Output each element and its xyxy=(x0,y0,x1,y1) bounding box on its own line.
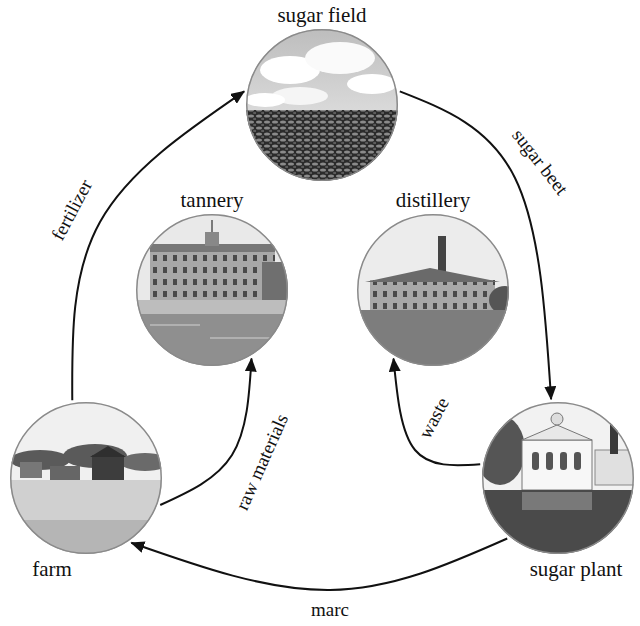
chimney xyxy=(610,404,618,454)
photo-circle-node: sugar plant xyxy=(482,402,634,581)
circle-border xyxy=(247,30,398,181)
beet-field xyxy=(246,110,398,185)
cloud xyxy=(347,74,397,94)
cloud xyxy=(245,93,285,107)
circle-border xyxy=(137,215,288,366)
dome xyxy=(551,413,563,425)
circle-outline-svg xyxy=(246,29,398,181)
circle-outline xyxy=(246,29,398,181)
reflection xyxy=(522,492,592,510)
photo-circle-node: tannery xyxy=(136,188,288,366)
edge-label: fertilizer xyxy=(47,176,97,244)
fence xyxy=(136,300,288,314)
edge-label: marc xyxy=(311,599,349,621)
node-label: tannery xyxy=(179,188,246,212)
window xyxy=(574,452,581,470)
roof xyxy=(365,268,500,282)
edge-label: raw materials xyxy=(231,411,293,514)
circle-outline-svg xyxy=(10,402,162,554)
window xyxy=(546,452,553,470)
circle-border xyxy=(358,215,509,366)
photo-circle-node: sugar field xyxy=(246,3,398,181)
sky xyxy=(10,402,162,554)
photo-circle-node: distillery xyxy=(357,188,509,366)
circle-outline xyxy=(357,214,509,366)
cloud xyxy=(305,42,375,74)
reflection xyxy=(150,324,200,326)
circle-outline xyxy=(482,402,634,554)
building xyxy=(50,466,80,480)
edge-label: sugar beet xyxy=(508,125,573,200)
barn-roof xyxy=(90,446,126,457)
flow-arrow xyxy=(160,359,251,505)
circle-outline xyxy=(10,402,162,554)
water xyxy=(136,314,288,366)
pole xyxy=(211,220,213,232)
node-label: sugar plant xyxy=(528,557,625,581)
node-label: sugar field xyxy=(275,3,368,27)
farm-photo xyxy=(10,402,170,554)
window xyxy=(532,452,539,470)
sugar-field-photo xyxy=(245,29,398,185)
tower xyxy=(205,232,219,246)
circle-border xyxy=(483,403,634,554)
reflection xyxy=(210,337,270,339)
node-label: farm xyxy=(30,557,74,581)
circle-outline-svg xyxy=(482,402,634,554)
sugar-plant-photo xyxy=(475,402,635,554)
circle-outline-svg xyxy=(357,214,509,366)
dirt xyxy=(10,520,162,554)
flow-arrow xyxy=(72,91,244,400)
circle-outline xyxy=(136,214,288,366)
flow-arrow xyxy=(394,359,481,466)
edge-label-holder: waste xyxy=(414,394,454,442)
barn xyxy=(92,455,124,481)
ground xyxy=(357,310,509,366)
building xyxy=(370,280,495,310)
edge-label-holder: sugar beet xyxy=(508,125,573,200)
building xyxy=(20,462,42,478)
edge-label: waste xyxy=(414,394,454,442)
trees xyxy=(120,453,170,471)
water xyxy=(482,490,634,554)
node-label: distillery xyxy=(394,188,473,212)
ground xyxy=(10,480,162,554)
gable xyxy=(522,425,592,440)
building xyxy=(150,250,275,300)
edge-label-holder: fertilizer xyxy=(47,176,97,244)
edge-label-holder: raw materials xyxy=(231,411,293,514)
photo-circle-node: farm xyxy=(10,402,162,581)
edge-label-holder: marc xyxy=(311,599,349,621)
distillery-photo xyxy=(357,214,521,366)
circle-border xyxy=(11,403,162,554)
window xyxy=(560,452,567,470)
circle-outline-svg xyxy=(136,214,288,366)
tannery-photo xyxy=(136,214,292,366)
flow-arrow xyxy=(131,539,507,590)
building xyxy=(522,440,592,490)
sky xyxy=(357,214,509,366)
